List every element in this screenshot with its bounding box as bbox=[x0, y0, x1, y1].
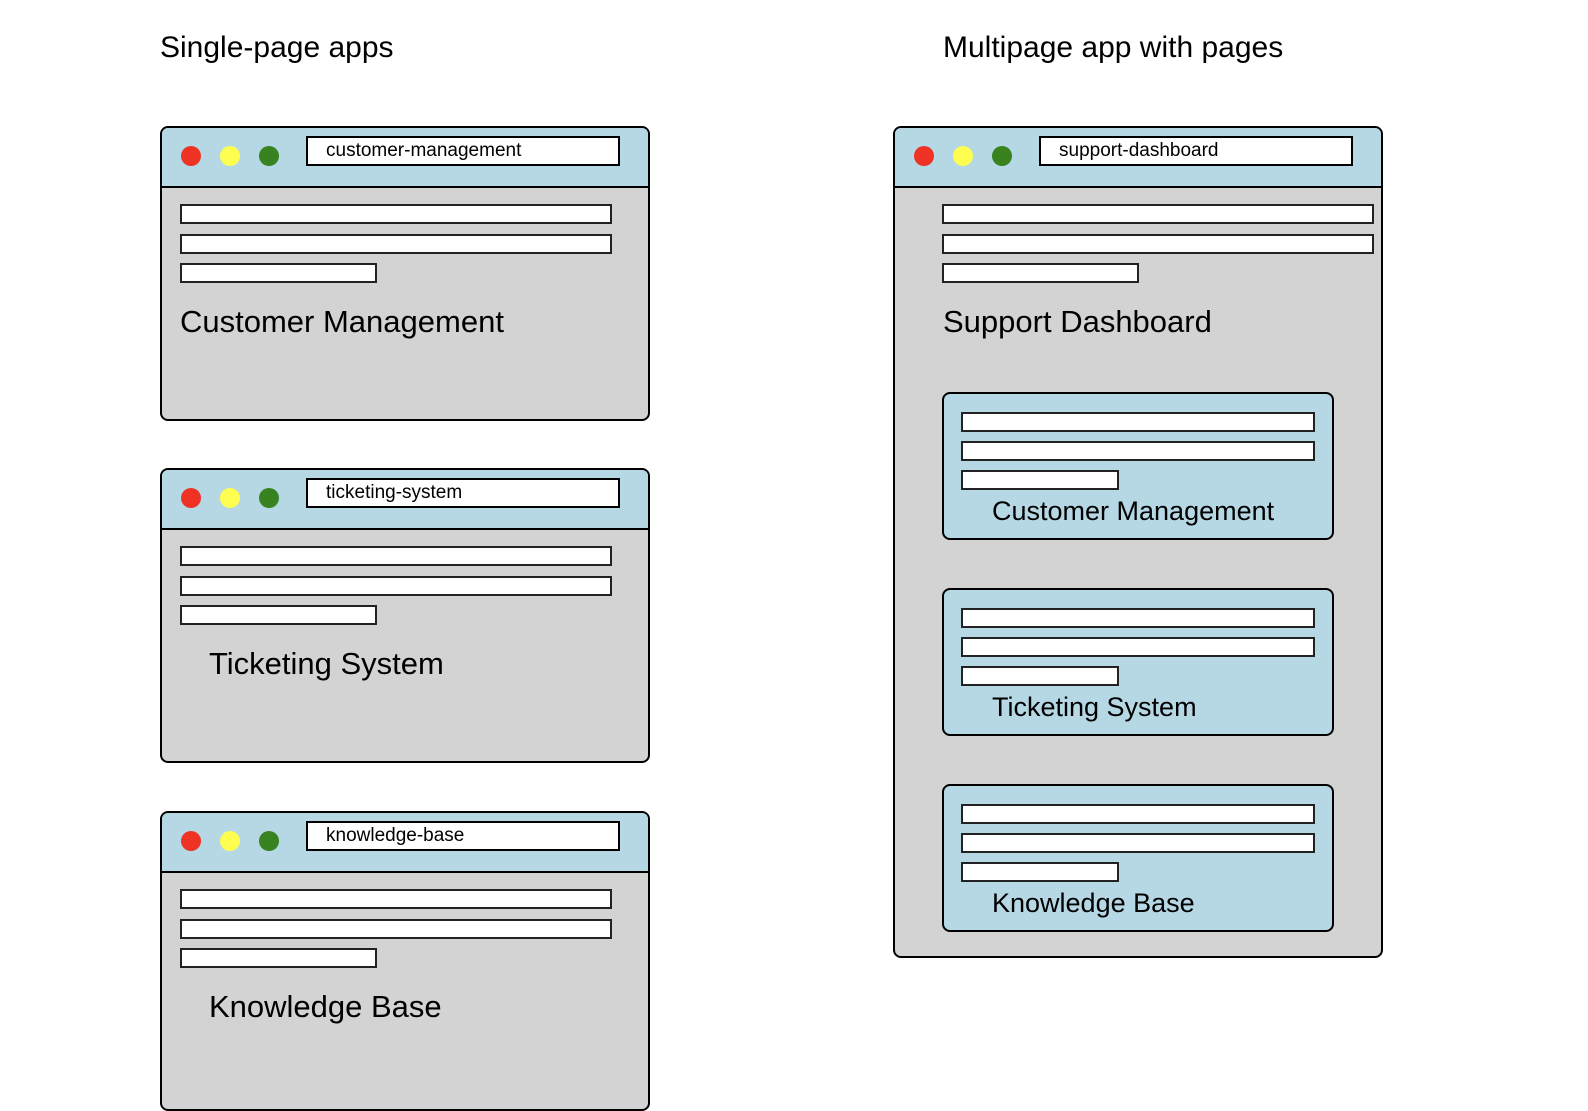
placeholder-line bbox=[961, 637, 1315, 657]
yellow-dot-icon bbox=[220, 831, 240, 851]
placeholder-line bbox=[180, 919, 612, 939]
placeholder-line bbox=[942, 234, 1374, 254]
multipage-app-heading: Multipage app with pages bbox=[943, 31, 1284, 64]
placeholder-line bbox=[180, 889, 612, 909]
placeholder-line bbox=[961, 608, 1315, 628]
address-bar: ticketing-system bbox=[306, 478, 620, 508]
window-titlebar: customer-management bbox=[162, 128, 648, 188]
address-bar: customer-management bbox=[306, 136, 620, 166]
page-title: Ticketing System bbox=[992, 692, 1197, 722]
green-dot-icon bbox=[259, 146, 279, 166]
window-titlebar: support-dashboard bbox=[895, 128, 1381, 188]
page-title: Customer Management bbox=[992, 496, 1275, 526]
placeholder-line bbox=[961, 441, 1315, 461]
page-card: Customer Management bbox=[942, 392, 1334, 540]
placeholder-line bbox=[942, 263, 1139, 283]
yellow-dot-icon bbox=[953, 146, 973, 166]
red-dot-icon bbox=[181, 146, 201, 166]
placeholder-line bbox=[942, 204, 1374, 224]
placeholder-line bbox=[961, 833, 1315, 853]
yellow-dot-icon bbox=[220, 488, 240, 508]
placeholder-line bbox=[180, 234, 612, 254]
placeholder-line bbox=[180, 546, 612, 566]
window-title: Customer Management bbox=[180, 304, 504, 339]
placeholder-line bbox=[961, 470, 1119, 490]
placeholder-line bbox=[961, 666, 1119, 686]
yellow-dot-icon bbox=[220, 146, 240, 166]
placeholder-line bbox=[961, 804, 1315, 824]
page-title: Knowledge Base bbox=[992, 888, 1195, 918]
placeholder-line bbox=[961, 862, 1119, 882]
placeholder-line bbox=[180, 204, 612, 224]
green-dot-icon bbox=[259, 488, 279, 508]
window-titlebar: knowledge-base bbox=[162, 813, 648, 873]
page-card: Knowledge Base bbox=[942, 784, 1334, 932]
placeholder-line bbox=[961, 412, 1315, 432]
red-dot-icon bbox=[181, 831, 201, 851]
placeholder-line bbox=[180, 605, 377, 625]
single-page-apps-heading: Single-page apps bbox=[160, 31, 394, 64]
placeholder-line bbox=[180, 263, 377, 283]
address-bar: support-dashboard bbox=[1039, 136, 1353, 166]
placeholder-line bbox=[180, 948, 377, 968]
window-title: Ticketing System bbox=[209, 646, 444, 681]
window-title: Support Dashboard bbox=[943, 304, 1212, 339]
placeholder-line bbox=[180, 576, 612, 596]
green-dot-icon bbox=[259, 831, 279, 851]
red-dot-icon bbox=[914, 146, 934, 166]
green-dot-icon bbox=[992, 146, 1012, 166]
red-dot-icon bbox=[181, 488, 201, 508]
address-bar: knowledge-base bbox=[306, 821, 620, 851]
window-title: Knowledge Base bbox=[209, 989, 442, 1024]
page-card: Ticketing System bbox=[942, 588, 1334, 736]
window-titlebar: ticketing-system bbox=[162, 470, 648, 530]
